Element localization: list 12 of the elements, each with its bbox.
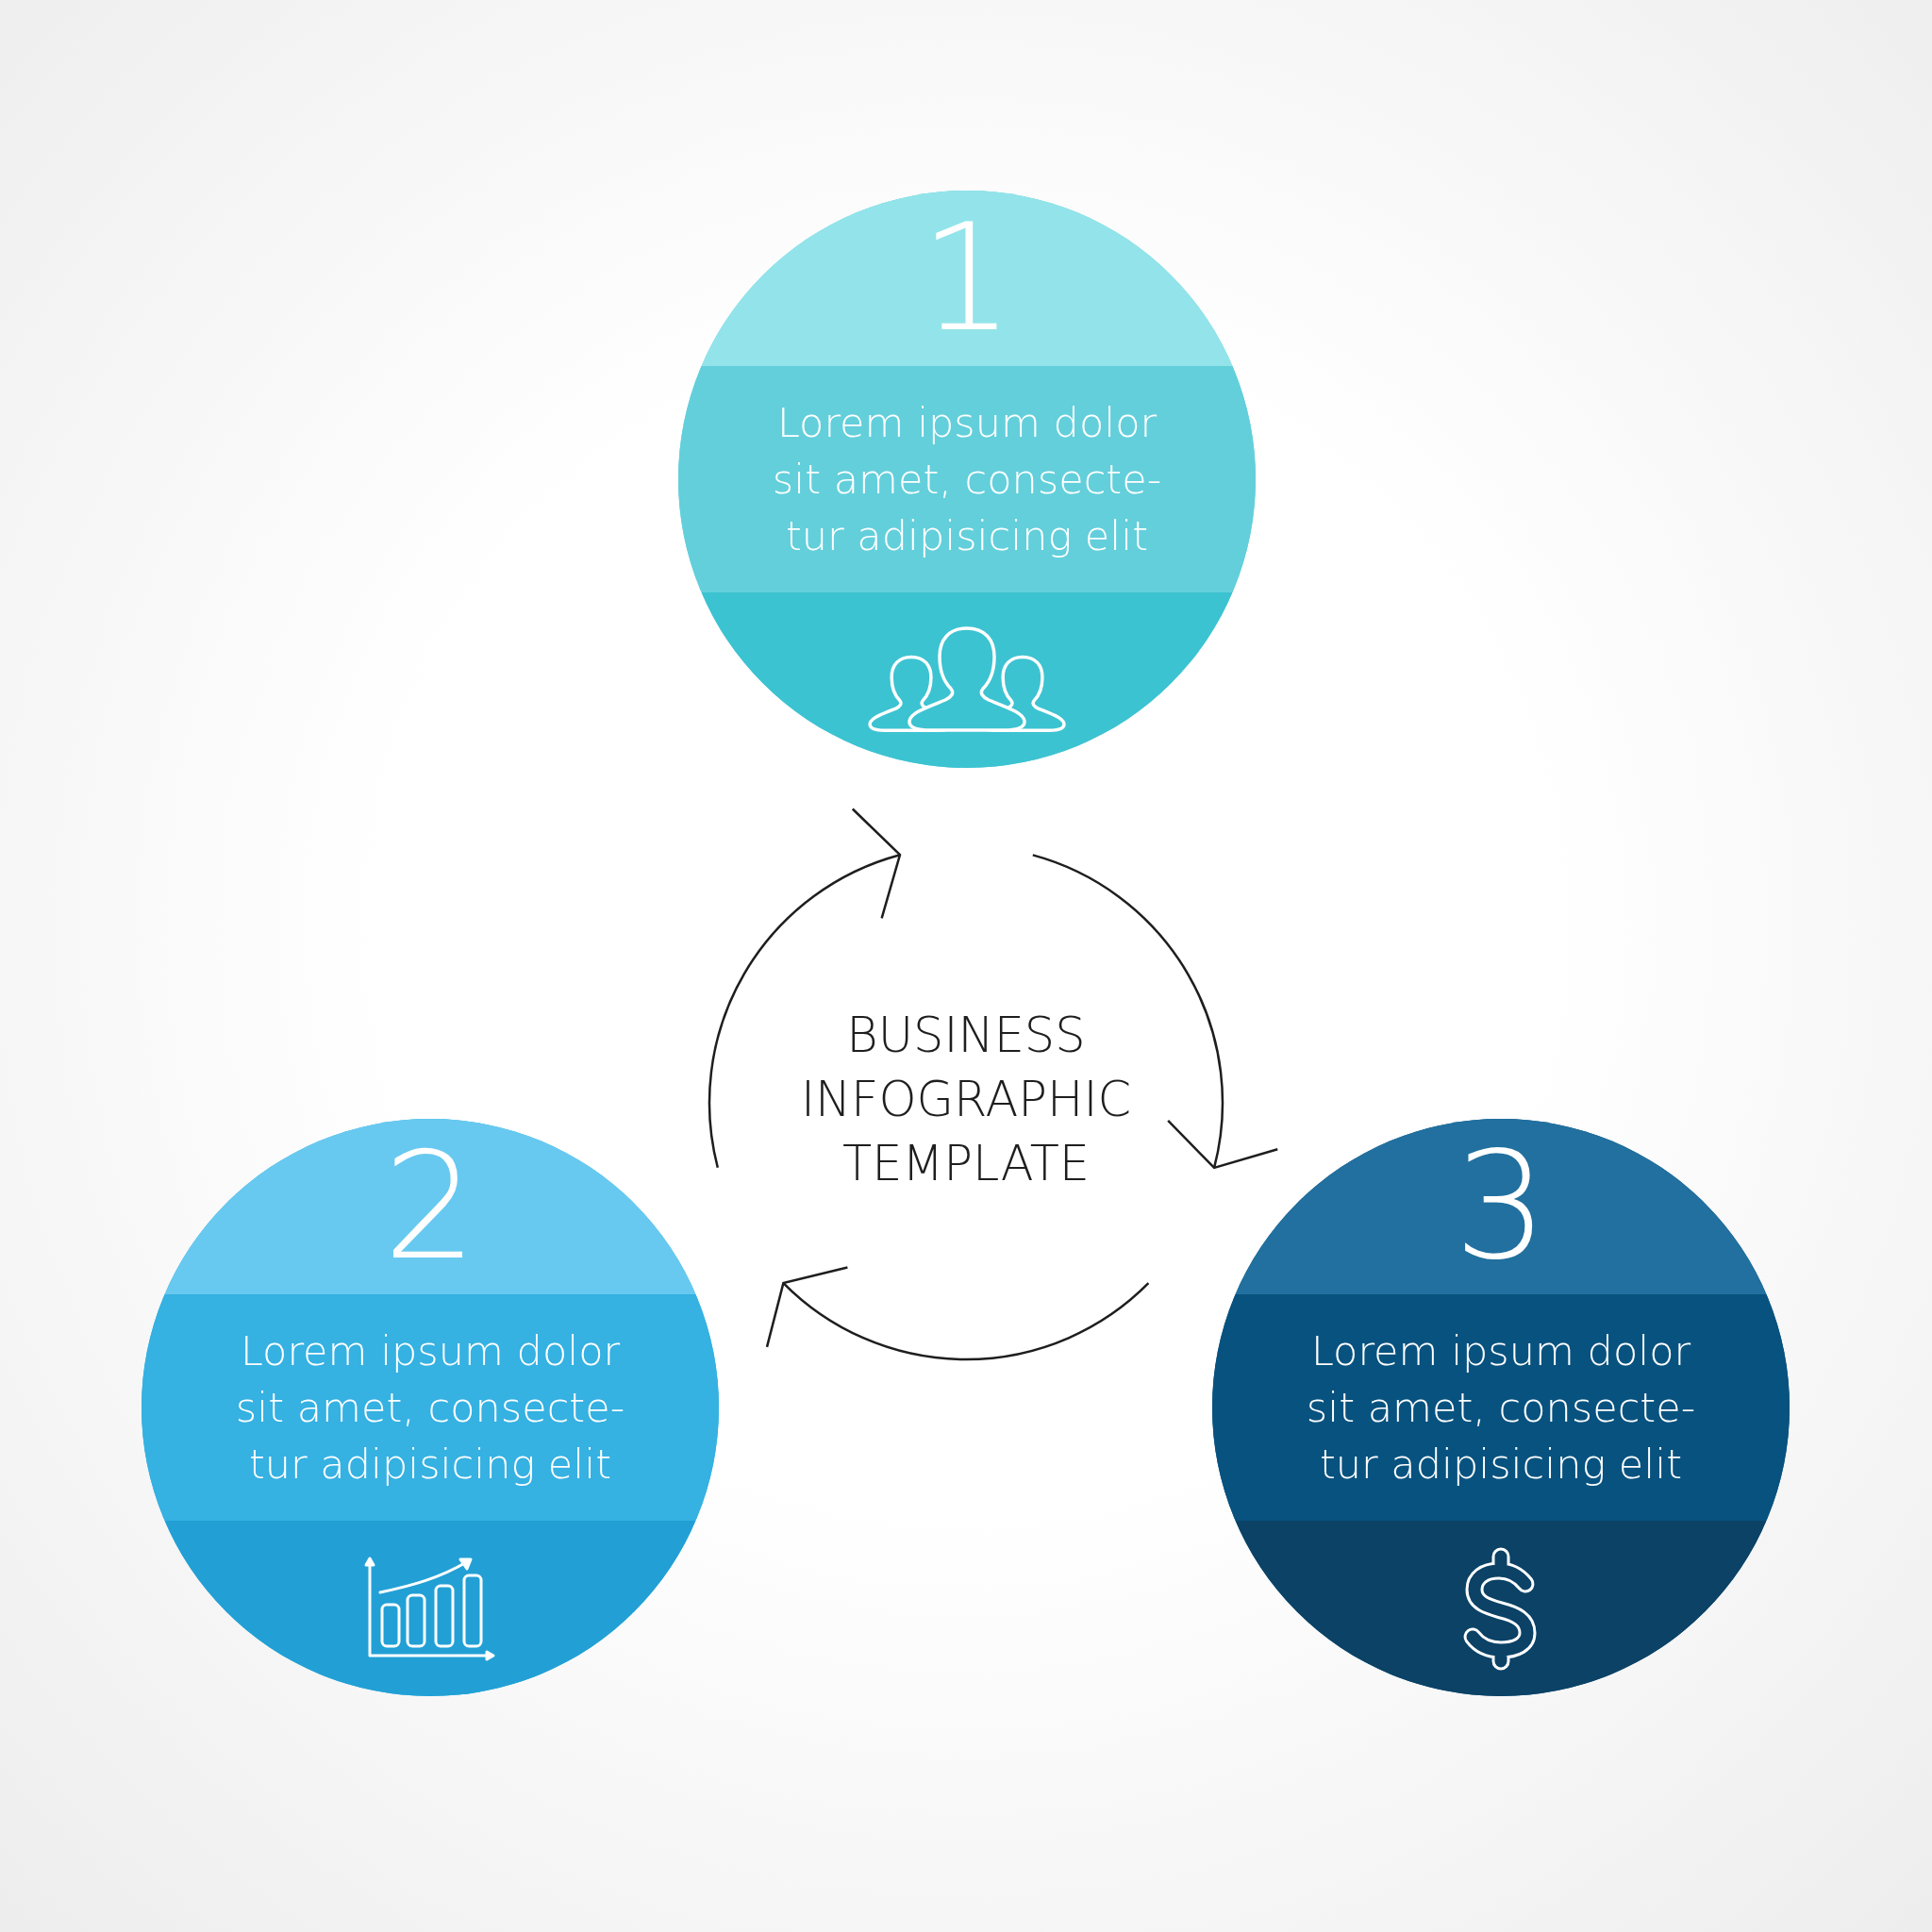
step-description: Lorem ipsum dolor sit amet, consecte- tur adipisicing elit (771, 398, 1163, 561)
step-number: 2 (383, 1133, 477, 1280)
step-circle (678, 191, 1256, 768)
step-number: 1 (920, 205, 1014, 352)
cycle-arrow (708, 810, 902, 1168)
step-circle (142, 1119, 719, 1696)
infographic-title: BUSINESS INFOGRAPHIC TEMPLATE (799, 1007, 1133, 1193)
cycle-arrow (1032, 854, 1278, 1170)
step-number: 3 (1454, 1133, 1548, 1280)
step-description: Lorem ipsum dolor sit amet, consecte- tur adipisicing elit (1305, 1326, 1697, 1490)
step-circle (1212, 1119, 1790, 1696)
step-description: Lorem ipsum dolor sit amet, consecte- tur adipisicing elit (234, 1326, 626, 1490)
